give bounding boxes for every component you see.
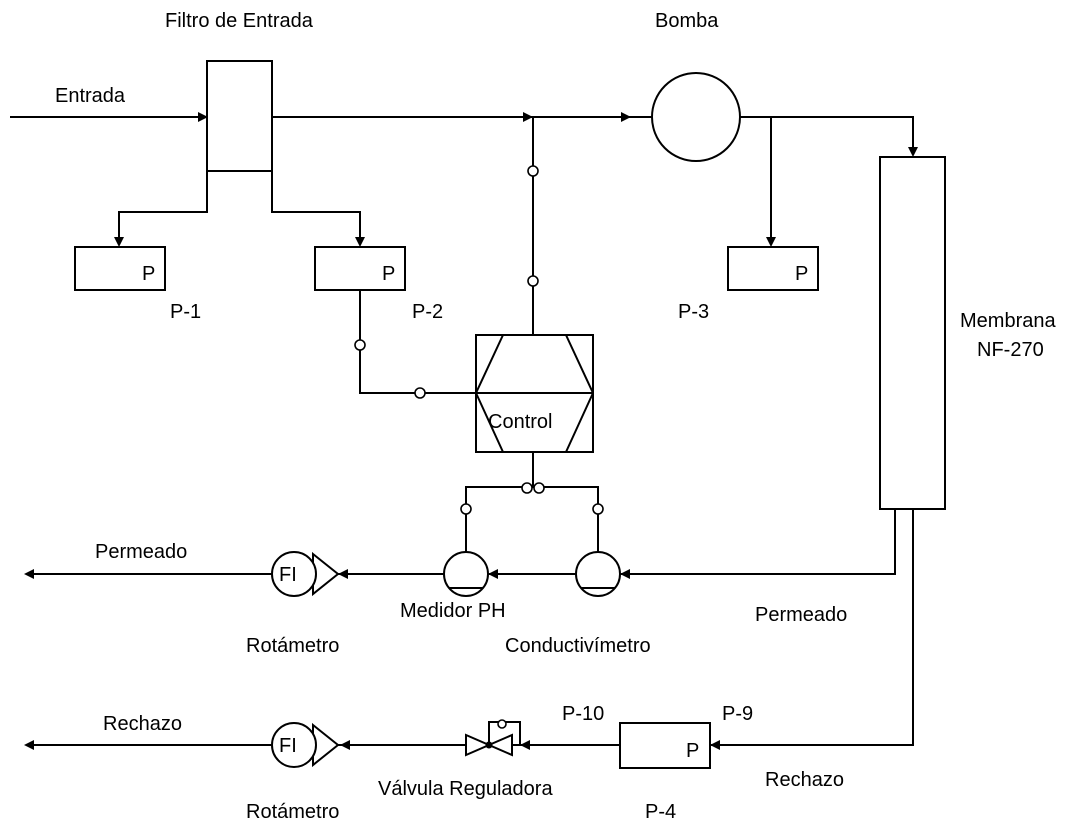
pump-symbol (651, 72, 741, 162)
instrument-signal-lines (465, 452, 599, 563)
control-unit (475, 334, 594, 453)
gauge-p1-symbol: P (142, 263, 155, 285)
feed-signal-node-1 (527, 165, 539, 177)
pump-discharge-pipe (740, 116, 914, 150)
signal-node-cond (592, 503, 604, 515)
p2-arrow (355, 237, 365, 247)
inlet-label: Entrada (55, 85, 126, 107)
permeate-outlet-arrow (24, 569, 34, 579)
reject-arrow-fi (340, 740, 350, 750)
permeate-outlet-label: Permeado (95, 541, 187, 563)
p1-arrow (114, 237, 124, 247)
reject-gauge-arrow (710, 740, 720, 750)
membrane-module (879, 156, 946, 510)
membrane-model-label: NF-270 (977, 339, 1044, 361)
p9-label: P-9 (722, 703, 753, 725)
feed-arrow-branch (523, 112, 533, 122)
regulating-valve (465, 719, 521, 757)
conductivity-meter-label: Conductivímetro (505, 635, 651, 657)
reject-outlet-arrow (24, 740, 34, 750)
p3-arrow (766, 237, 776, 247)
p3-label: P-3 (678, 301, 709, 323)
pump-title: Bomba (655, 10, 719, 32)
gauge-p2-symbol: P (382, 263, 395, 285)
regulating-valve-label: Válvula Reguladora (378, 778, 553, 800)
permeate-arrow-cond (620, 569, 630, 579)
control-label: Control (488, 411, 552, 433)
permeate-arrow-ph (488, 569, 498, 579)
rotameter-reject-label: Rotámetro (246, 801, 339, 823)
ph-meter (443, 551, 489, 597)
signal-node-ph-top (521, 482, 533, 494)
reject-membrane-label: Rechazo (765, 769, 844, 791)
pressure-gauge-p1 (74, 246, 166, 291)
inlet-filter-title: Filtro de Entrada (165, 10, 314, 32)
p1-branch-pipe (118, 170, 208, 243)
fi-permeate-label: FI (279, 564, 297, 586)
rotameter-reject (271, 722, 340, 768)
p2-signal-line (359, 290, 476, 394)
reject-outlet-label: Rechazo (103, 713, 182, 735)
signal-node-ph (460, 503, 472, 515)
ph-meter-label: Medidor PH (400, 600, 506, 622)
reject-arrow-valve (520, 740, 530, 750)
inlet-filter (206, 60, 273, 172)
p1-label: P-1 (170, 301, 201, 323)
fi-reject-label: FI (279, 735, 297, 757)
p4-label: P-4 (645, 801, 676, 823)
feed-arrow-pump (621, 112, 631, 122)
rotameter-permeate (271, 551, 340, 597)
p2-label: P-2 (412, 301, 443, 323)
gauge-p4-symbol: P (686, 740, 699, 762)
pressure-gauge-p3 (727, 246, 819, 291)
reject-pipe (710, 509, 914, 746)
membrane-inlet-arrow (908, 147, 918, 157)
pressure-gauge-p4 (619, 722, 711, 769)
signal-node-cond-top (533, 482, 545, 494)
p2-signal-node-2 (414, 387, 426, 399)
p2-branch-pipe (271, 170, 361, 243)
p2-signal-node-1 (354, 339, 366, 351)
inlet-arrow (198, 112, 208, 122)
membrane-label: Membrana (960, 310, 1056, 332)
permeate-membrane-label: Permeado (755, 604, 847, 626)
permeate-arrow-fi (338, 569, 348, 579)
p10-label: P-10 (562, 703, 604, 725)
conductivity-meter (575, 551, 621, 597)
gauge-p3-symbol: P (795, 263, 808, 285)
rotameter-permeate-label: Rotámetro (246, 635, 339, 657)
feed-signal-node-2 (527, 275, 539, 287)
pressure-gauge-p2 (314, 246, 406, 291)
